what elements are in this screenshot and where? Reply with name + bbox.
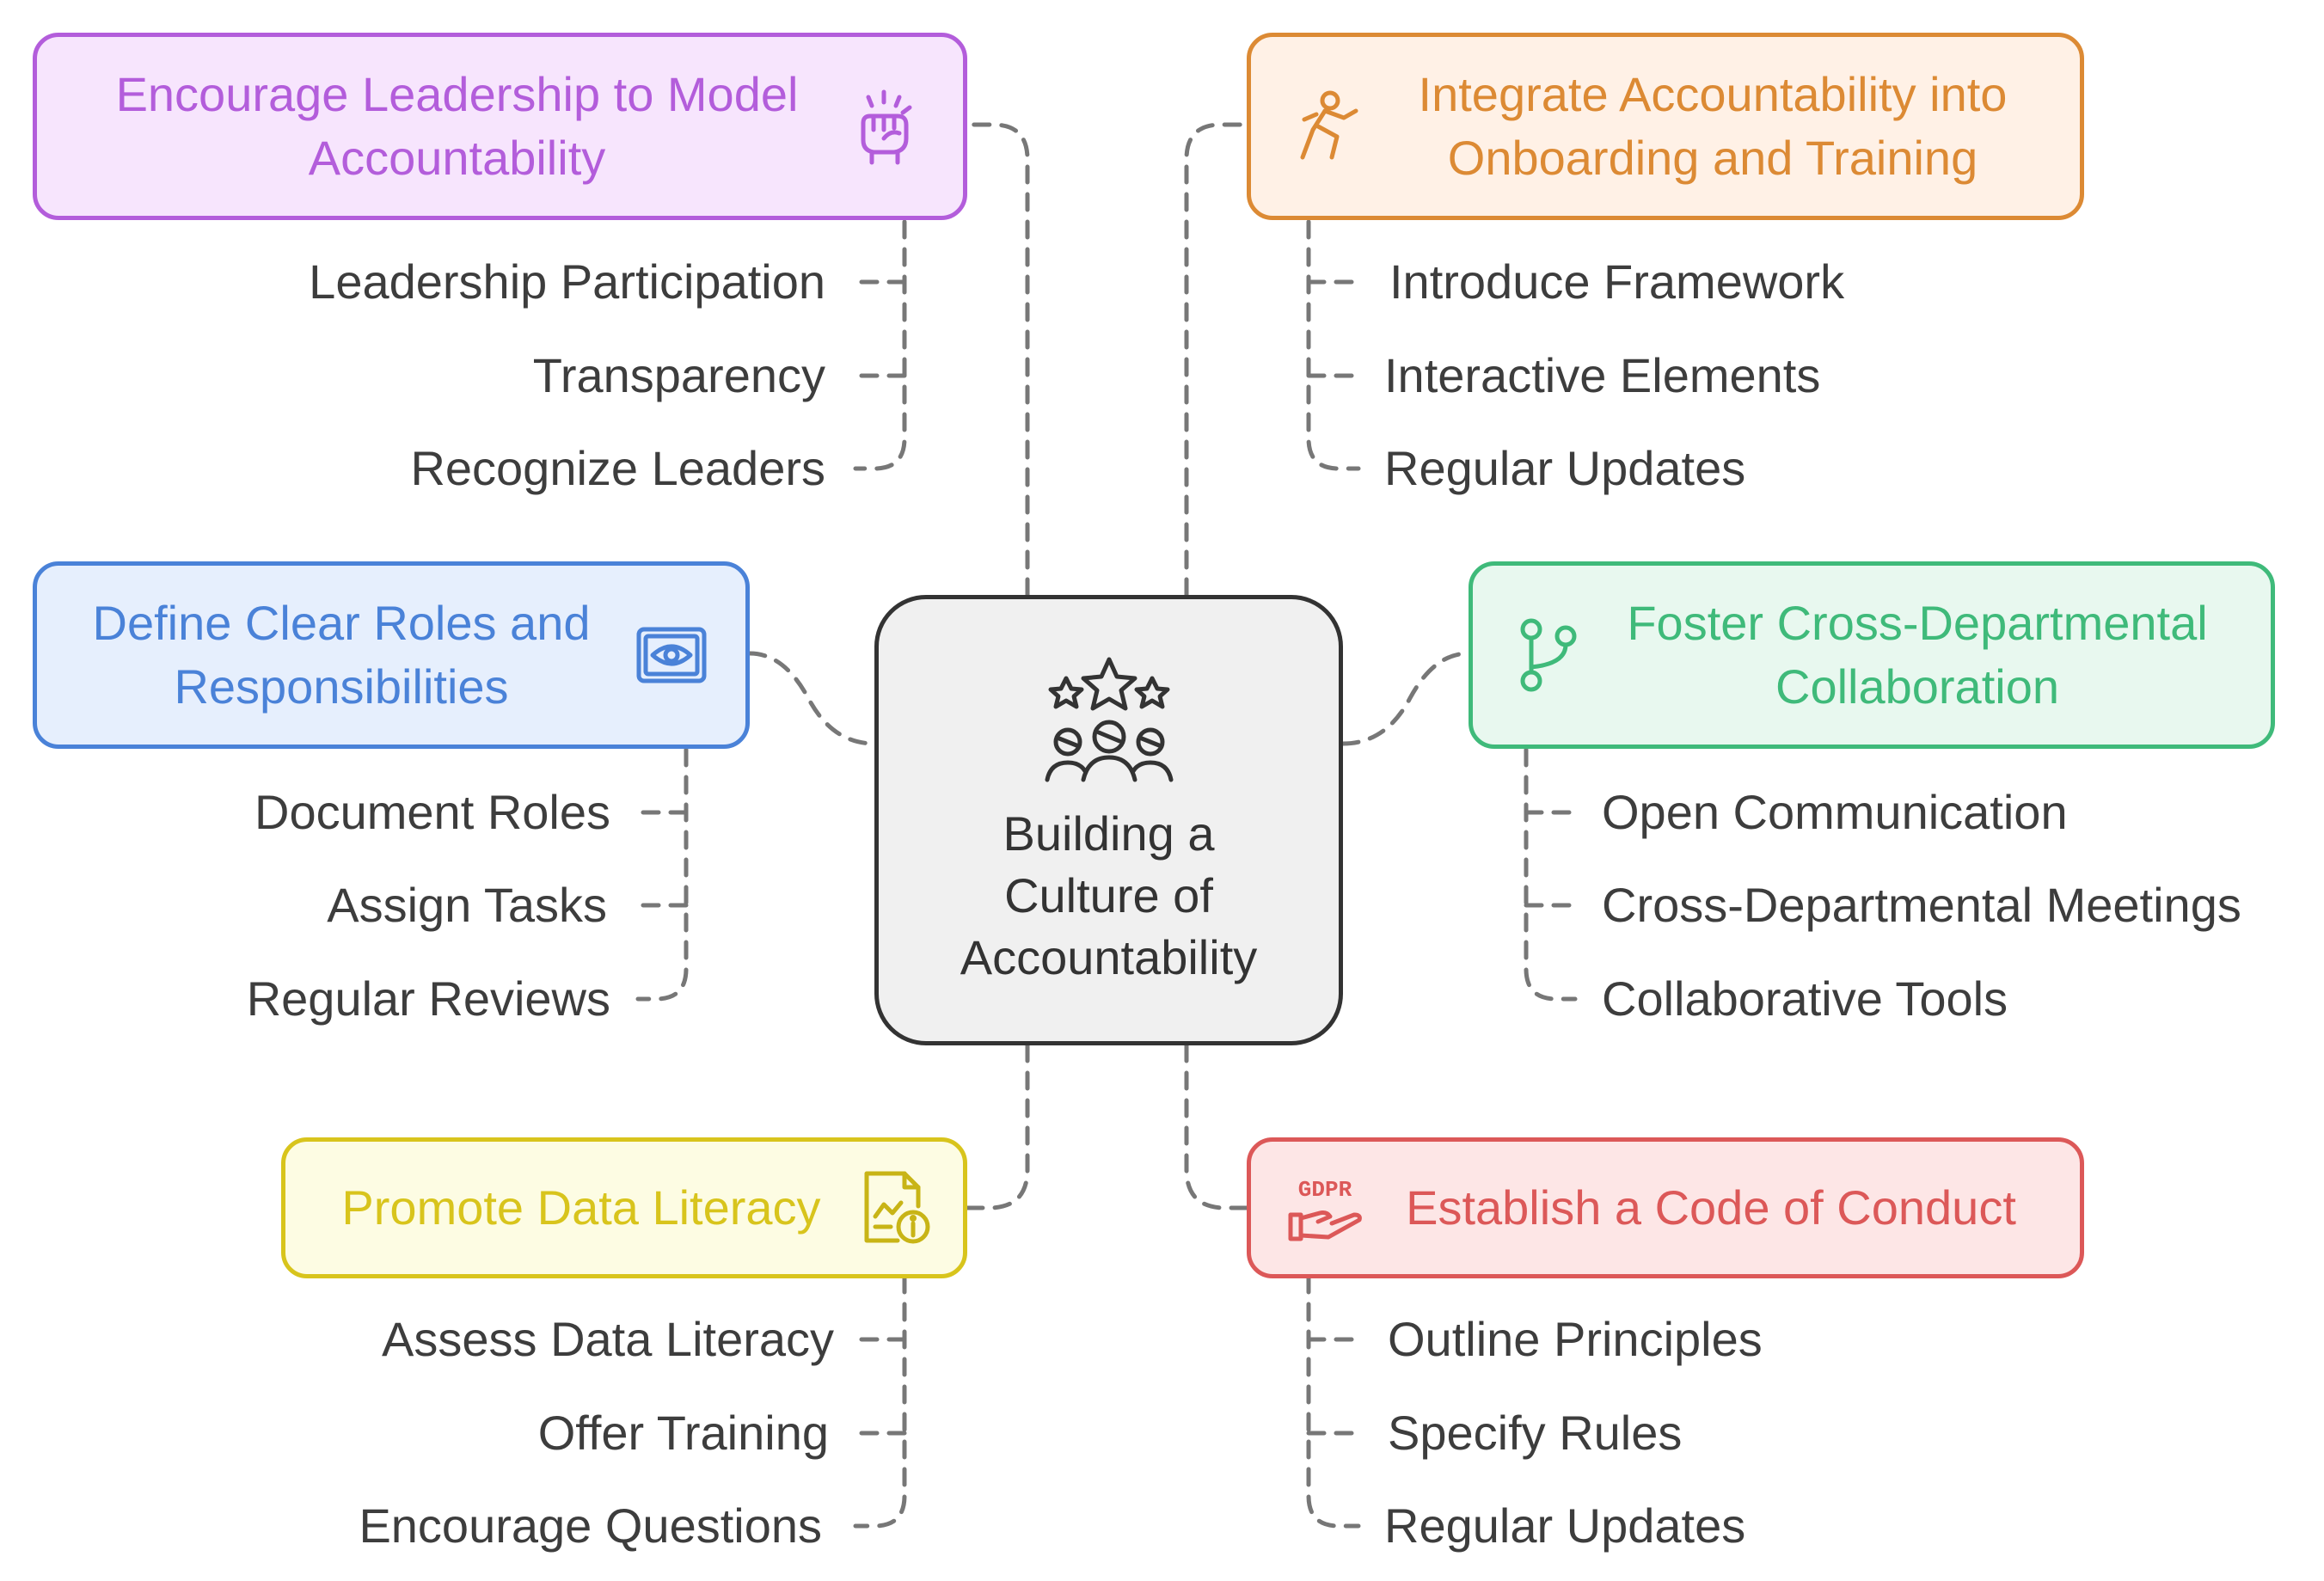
code-of-conduct-item: Outline Principles (1388, 1312, 1763, 1366)
branch-onboarding: Integrate Accountability into Onboarding… (1247, 33, 2084, 220)
roles-item: Assign Tasks (327, 878, 607, 932)
branch-title: Foster Cross-Departmental Collaboration (1627, 596, 2208, 714)
collaboration-item: Collaborative Tools (1602, 971, 2008, 1026)
connector-code-of-conduct (1184, 1043, 1249, 1210)
code-of-conduct-item: Specify Rules (1388, 1406, 1683, 1460)
leadership-item: Leadership Participation (309, 254, 825, 309)
connector-roles (747, 651, 877, 746)
document-chart-info-icon (851, 1165, 937, 1251)
onboarding-item: Introduce Framework (1389, 254, 1845, 309)
data-literacy-item: Offer Training (537, 1406, 829, 1460)
climbing-person-icon (1285, 83, 1371, 169)
data-literacy-item: Encourage Questions (359, 1498, 822, 1553)
leadership-item: Transparency (532, 348, 825, 402)
branch-leadership: Encourage Leadership to Model Accountabi… (33, 33, 967, 220)
branch-data-literacy: Promote Data Literacy (281, 1137, 967, 1278)
branch-title: Encourage Leadership to Model Accountabi… (115, 67, 799, 185)
connector-onboarding (1184, 122, 1249, 597)
branch-title: Establish a Code of Conduct (1406, 1180, 2016, 1235)
branch-title: Integrate Accountability into Onboarding… (1418, 67, 2008, 185)
code-of-conduct-item: Regular Updates (1384, 1498, 1746, 1553)
center-node: Building a Culture of Accountability (874, 595, 1343, 1045)
center-title: Building a Culture of Accountability (960, 806, 1258, 984)
branch-collaboration: Foster Cross-Departmental Collaboration (1469, 561, 2275, 749)
connector-collaboration (1340, 651, 1471, 746)
collaboration-item: Open Communication (1602, 785, 2068, 839)
onboarding-item: Regular Updates (1384, 441, 1746, 495)
onboarding-item: Interactive Elements (1384, 348, 1821, 402)
svg-text:GDPR: GDPR (1298, 1177, 1352, 1203)
roles-item: Document Roles (254, 785, 610, 839)
roles-item: Regular Reviews (246, 971, 610, 1026)
branch-code-of-conduct: GDPR Establish a Code of Conduct (1247, 1137, 2084, 1278)
branch-title: Define Clear Roles and Responsibilities (92, 596, 591, 714)
branch-roles: Define Clear Roles and Responsibilities (33, 561, 750, 749)
branch-icon (1504, 612, 1590, 698)
eye-frame-icon (629, 612, 714, 698)
connector-leadership (965, 122, 1030, 597)
collaboration-item: Cross-Departmental Meetings (1602, 878, 2241, 932)
data-literacy-item: Assess Data Literacy (382, 1312, 834, 1366)
connector-data-literacy (965, 1043, 1030, 1210)
branch-title: Promote Data Literacy (341, 1180, 821, 1235)
raised-fist-icon (843, 83, 929, 169)
stars-and-people-icon (1040, 653, 1178, 794)
leadership-item: Recognize Leaders (410, 441, 825, 495)
gdpr-hand-icon: GDPR (1282, 1165, 1368, 1251)
